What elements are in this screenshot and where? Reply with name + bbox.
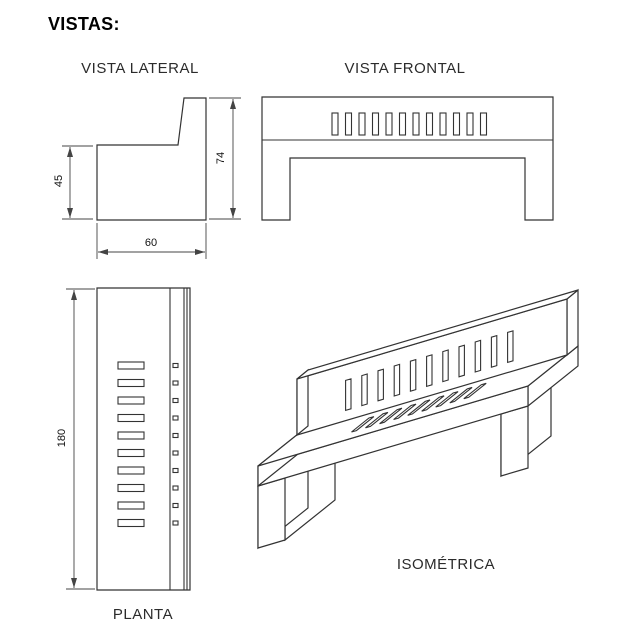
slot xyxy=(117,396,145,405)
dim-depth: 60 xyxy=(144,237,158,249)
side-view xyxy=(62,97,241,259)
isometric-view xyxy=(257,288,579,550)
slot xyxy=(172,502,179,509)
slot xyxy=(117,361,145,370)
label-vista-frontal: VISTA FRONTAL xyxy=(344,60,466,77)
iso-backrest-slots xyxy=(345,330,514,412)
slot xyxy=(365,411,389,429)
slot xyxy=(377,368,384,402)
slot xyxy=(117,448,145,458)
slot xyxy=(172,467,179,474)
iso-right-leg-front xyxy=(500,405,529,477)
slot xyxy=(449,386,473,404)
slot xyxy=(172,432,179,439)
iso-left-leg-front xyxy=(257,477,286,549)
slot xyxy=(425,112,434,136)
slot xyxy=(351,416,375,433)
label-vista-lateral: VISTA LATERAL xyxy=(81,60,199,77)
slot xyxy=(117,466,145,475)
page-title: VISTAS: xyxy=(48,14,120,34)
slot xyxy=(463,382,487,400)
label-isometrica: ISOMÉTRICA xyxy=(396,556,496,573)
front-backrest-slots xyxy=(331,112,488,136)
slot xyxy=(479,112,488,136)
slot xyxy=(331,112,339,136)
slot xyxy=(117,483,145,493)
slot xyxy=(458,344,465,378)
slot xyxy=(358,112,366,136)
front-view xyxy=(261,96,554,221)
slot xyxy=(172,362,179,369)
slot xyxy=(407,399,431,416)
slot xyxy=(442,349,449,383)
slot xyxy=(398,112,407,136)
slot xyxy=(172,485,179,491)
iso-seat-slots xyxy=(351,382,487,433)
iso-backrest-top xyxy=(296,289,579,380)
slot xyxy=(117,518,145,528)
slot xyxy=(371,112,380,136)
slot xyxy=(172,415,179,421)
slot xyxy=(117,413,145,423)
slot xyxy=(172,450,179,456)
label-planta: PLANTA xyxy=(112,606,174,623)
slot xyxy=(412,112,420,136)
slot xyxy=(490,334,498,368)
slot xyxy=(172,397,179,404)
side-view-dimensions xyxy=(62,97,241,259)
plan-seat-slots xyxy=(117,361,145,528)
iso-backrest-left-end xyxy=(296,368,309,437)
front-view-outline xyxy=(261,96,554,221)
slot xyxy=(452,112,461,136)
slot xyxy=(172,520,179,526)
slot xyxy=(421,395,445,412)
slot xyxy=(345,378,352,412)
iso-backrest-right-end xyxy=(566,288,579,357)
slot xyxy=(393,403,417,421)
slot xyxy=(393,363,401,397)
plan-view xyxy=(66,287,191,591)
slot xyxy=(172,380,179,386)
slot xyxy=(117,501,145,510)
slot xyxy=(117,378,145,388)
slot xyxy=(361,373,368,407)
slot xyxy=(117,431,145,440)
plan-dimensions xyxy=(66,288,95,590)
slot xyxy=(466,112,474,136)
plan-backrest-slot-marks xyxy=(172,362,179,526)
slot xyxy=(435,391,459,408)
slot xyxy=(344,112,353,136)
slot xyxy=(385,112,393,136)
slot xyxy=(474,339,482,373)
slot xyxy=(409,358,417,392)
side-view-outline xyxy=(96,97,207,221)
slot xyxy=(379,407,403,425)
slot xyxy=(426,354,433,388)
slot xyxy=(439,112,447,136)
slot xyxy=(507,330,514,364)
